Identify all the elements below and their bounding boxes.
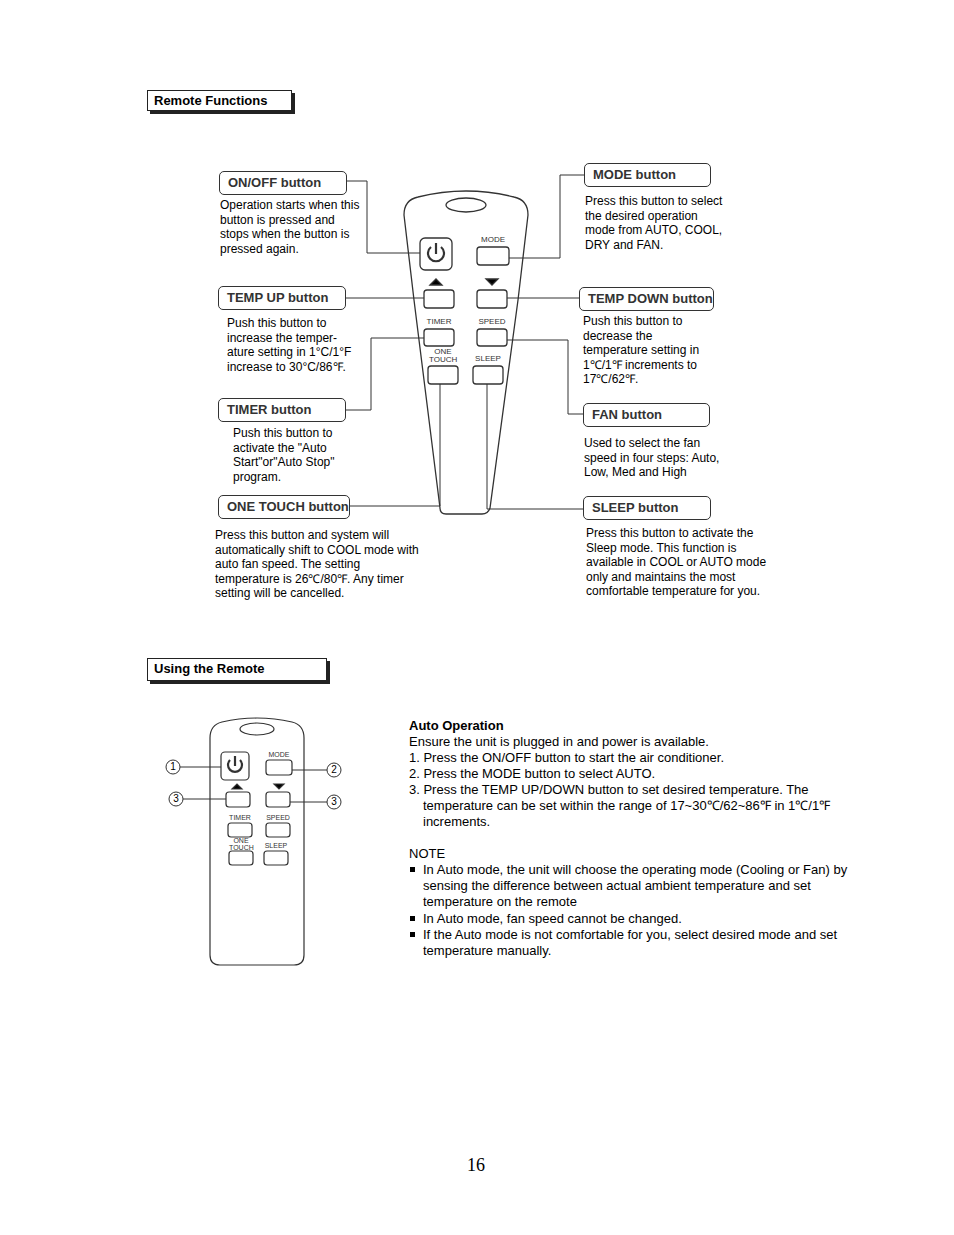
note-text: If the Auto mode is not comfortable for … (409, 927, 853, 959)
callout-number: 2 (328, 764, 340, 776)
button-name: SLEEP button (583, 496, 711, 520)
button-name: ON/OFF button (219, 171, 347, 195)
drawing-stroke (234, 756, 236, 766)
drawing-stroke (428, 366, 458, 384)
drawing-stroke (169, 792, 183, 806)
note-text: In Auto mode, the unit will choose the o… (409, 862, 853, 910)
drawing-stroke (509, 175, 584, 258)
drawing-stroke (347, 181, 420, 253)
button-label: ONE TOUCH (229, 837, 253, 851)
drawing-stroke (507, 340, 583, 414)
drawing-stroke (180, 767, 221, 768)
button-description: Push this button to decrease the tempera… (583, 314, 718, 387)
drawing-stroke (166, 760, 180, 774)
button-label: ONE TOUCH (429, 348, 457, 364)
drawing-stroke (446, 198, 486, 212)
button-description: Press this button to activate the Sleep … (586, 526, 784, 599)
section-header: Remote Functions (147, 90, 292, 111)
callout-box: ON/OFF buttonOperation starts when this … (219, 171, 347, 195)
button-description: Used to select the fan speed in four ste… (584, 436, 734, 480)
button-label: SPEED (477, 318, 507, 326)
button-name: MODE button (584, 163, 711, 187)
drawing-stroke (266, 792, 290, 807)
drawing-stroke (424, 329, 454, 346)
button-description: Push this button to increase the temper-… (227, 316, 362, 374)
button-description: Press this button and system will automa… (215, 528, 420, 601)
callout-box: MODE buttonPress this button to select t… (584, 163, 711, 187)
drawing-stroke (229, 851, 253, 865)
drawing-stroke (232, 784, 242, 789)
button-name: TEMP DOWN button (579, 287, 714, 311)
step-text: 3. Press the TEMP UP/DOWN button to set … (409, 782, 853, 830)
note-heading: NOTE (409, 846, 839, 862)
drawing-stroke (346, 298, 424, 299)
drawing-stroke (221, 752, 249, 780)
callout-box: TEMP DOWN buttonPush this button to decr… (579, 287, 714, 311)
button-label: SPEED (266, 814, 290, 821)
callout-number: 3 (328, 796, 340, 808)
callout-leaders (166, 760, 341, 809)
note-text: In Auto mode, fan speed cannot be change… (409, 911, 853, 927)
drawing-stroke (228, 823, 252, 837)
callout-number: 1 (167, 761, 179, 773)
drawing-stroke (473, 366, 503, 384)
page-number: 16 (456, 1155, 496, 1176)
button-label: TIMER (424, 318, 454, 326)
step-text: 1. Press the ON/OFF button to start the … (409, 750, 853, 766)
button-label: SLEEP (264, 842, 288, 849)
drawing-stroke (424, 290, 454, 308)
drawing-stroke (327, 763, 341, 777)
drawing-stroke (404, 191, 528, 514)
drawing-stroke (435, 243, 437, 254)
button-name: ONE TOUCH button (218, 495, 350, 519)
drawing-stroke (486, 279, 498, 285)
section-header: Using the Remote (147, 658, 327, 681)
drawing-stroke (210, 718, 304, 965)
drawing-stroke (487, 384, 583, 509)
button-name: TIMER button (218, 398, 346, 422)
button-label: MODE (477, 236, 509, 244)
drawing-stroke (183, 799, 226, 800)
section-title: Remote Functions (147, 90, 292, 111)
drawing-stroke (266, 760, 292, 775)
drawing-stroke (264, 851, 288, 865)
section-heading: Auto Operation (409, 718, 839, 734)
instruction-text: Ensure the unit is plugged in and power … (409, 734, 839, 750)
callout-box: SLEEP buttonPress this button to activat… (583, 496, 711, 520)
button-description: Press this button to select the desired … (585, 194, 730, 252)
drawing-stroke (430, 279, 442, 285)
remote-2 (210, 718, 304, 965)
drawing-stroke (477, 247, 509, 265)
callout-box: ONE TOUCH buttonPress this button and sy… (218, 495, 350, 519)
drawing-stroke (266, 823, 290, 837)
drawing-stroke (327, 795, 341, 809)
step-text: 2. Press the MODE button to select AUTO. (409, 766, 853, 782)
button-name: TEMP UP button (218, 286, 346, 310)
leader-lines (346, 175, 584, 509)
drawing-stroke (226, 792, 250, 807)
section-title: Using the Remote (147, 658, 327, 681)
drawing-stroke (346, 384, 440, 506)
callout-number: 3 (170, 793, 182, 805)
callout-box: TEMP UP buttonPush this button to increa… (218, 286, 346, 310)
remote-1 (404, 191, 528, 514)
button-label: SLEEP (473, 355, 503, 363)
drawing-stroke (477, 290, 507, 308)
drawing-stroke (346, 338, 424, 410)
drawing-stroke (420, 238, 452, 270)
button-description: Push this button to activate the "Auto S… (233, 426, 358, 484)
button-label: TIMER (228, 814, 252, 821)
callout-box: TIMER buttonPush this button to activate… (218, 398, 346, 422)
callout-box: FAN buttonUsed to select the fan speed i… (583, 403, 710, 427)
drawing-stroke (292, 770, 327, 771)
button-name: FAN button (583, 403, 710, 427)
button-description: Operation starts when this button is pre… (220, 198, 365, 256)
drawing-stroke (240, 723, 274, 735)
drawing-stroke (274, 784, 284, 789)
drawing-stroke (477, 329, 507, 346)
drawing-stroke (507, 298, 579, 299)
button-label: MODE (266, 751, 292, 758)
drawing-stroke (290, 802, 327, 803)
